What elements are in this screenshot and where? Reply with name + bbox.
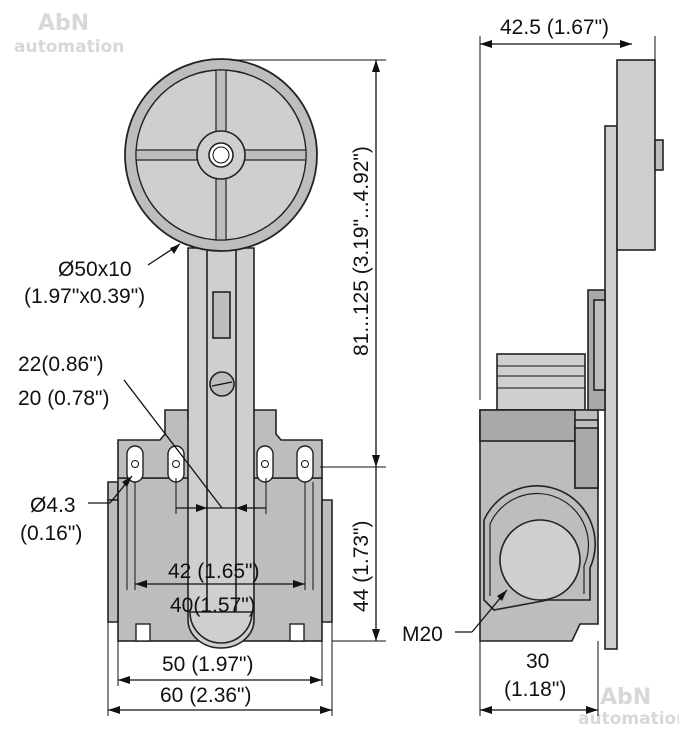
mount-slot-4 — [296, 445, 314, 483]
dim-body-width: 50 (1.97") 60 (2.36") — [107, 622, 333, 716]
hole-dia-mm-label: Ø4.3 — [30, 494, 76, 517]
slot-hole-1 — [131, 460, 139, 468]
watermark-bottom-right: AbN automation — [578, 685, 679, 729]
dim-thread: M20 — [402, 589, 508, 646]
front-view: 81...125 (3.19"...4.92") 44 (1.73") Ø50x… — [18, 58, 386, 716]
hole-spacing-2-label: 40(1.57") — [170, 594, 256, 617]
body-width-outer-label: 60 (2.36") — [160, 684, 252, 707]
front-body-base — [107, 481, 119, 501]
dim-roller-dia: Ø50x10 (1.97"x0.39") — [24, 243, 181, 308]
watermark-top-left: AbN automation — [14, 11, 124, 57]
arm-length-label: 81...125 (3.19"...4.92") — [350, 146, 373, 356]
arm-width-2-label: 20 (0.78") — [18, 387, 110, 410]
side-body-depth-mm-label: 30 — [526, 650, 549, 673]
cable-entry-hole — [499, 519, 581, 601]
hole-dia-in-label: (0.16") — [20, 522, 82, 545]
dim-side-body-depth: 30 (1.18") — [479, 641, 599, 716]
bottom-notch-right — [289, 623, 305, 642]
slot-hole-4 — [301, 460, 309, 468]
side-body-depth-in-label: (1.18") — [504, 678, 566, 701]
lever-arm-clamp — [212, 291, 231, 339]
dim-side-depth: 42.5 (1.67") — [479, 16, 656, 400]
dim-hole-dia: Ø4.3 (0.16") — [20, 475, 133, 545]
mount-slot-2 — [167, 445, 185, 483]
side-roller — [616, 59, 656, 251]
dim-hole-spacing: 42 (1.65") 40(1.57") — [126, 482, 314, 617]
lever-arm-bottom — [189, 611, 253, 644]
side-depth-label: 42.5 (1.67") — [500, 16, 609, 39]
cable-entry-lobe-inner — [489, 492, 590, 596]
body-height-label: 44 (1.73") — [350, 520, 373, 612]
watermark-sub-2: automation — [578, 709, 679, 729]
roller-dia-in-label: (1.97"x0.39") — [24, 285, 145, 308]
mount-slot-1 — [126, 445, 144, 483]
dim-body-height: 44 (1.73") — [332, 467, 386, 642]
watermark-brand-2: AbN — [600, 685, 651, 710]
side-body-top-band — [479, 409, 576, 442]
watermark-sub: automation — [14, 37, 124, 57]
slot-hole-3 — [261, 460, 269, 468]
dim-arm-width: 22(0.86") 20 (0.78") — [18, 353, 267, 514]
body-width-inner-label: 50 (1.97") — [162, 653, 254, 676]
dim-arm-length: 81...125 (3.19"...4.92") — [230, 59, 386, 468]
bottom-notch-left — [135, 623, 151, 642]
slot-hole-2 — [172, 460, 180, 468]
front-body-side-right — [321, 499, 333, 623]
lever-screw-slot — [211, 381, 233, 387]
mount-slot-3 — [256, 445, 274, 483]
side-roller-axle — [654, 139, 664, 171]
hole-spacing-1-label: 42 (1.65") — [168, 560, 260, 583]
side-body-clip — [574, 427, 599, 489]
thread-label: M20 — [402, 623, 443, 646]
side-plate — [604, 125, 618, 650]
watermark-brand: AbN — [38, 11, 89, 36]
side-view: 42.5 (1.67") M20 30 (1.18") — [402, 16, 664, 716]
side-plate-boss-inner — [593, 299, 606, 391]
roller-dia-mm-label: Ø50x10 — [58, 258, 132, 281]
front-body-side-left — [107, 499, 119, 623]
roller-hub-hole-inner — [212, 146, 230, 164]
arm-width-1-label: 22(0.86") — [18, 353, 104, 376]
side-head-block — [496, 353, 586, 411]
